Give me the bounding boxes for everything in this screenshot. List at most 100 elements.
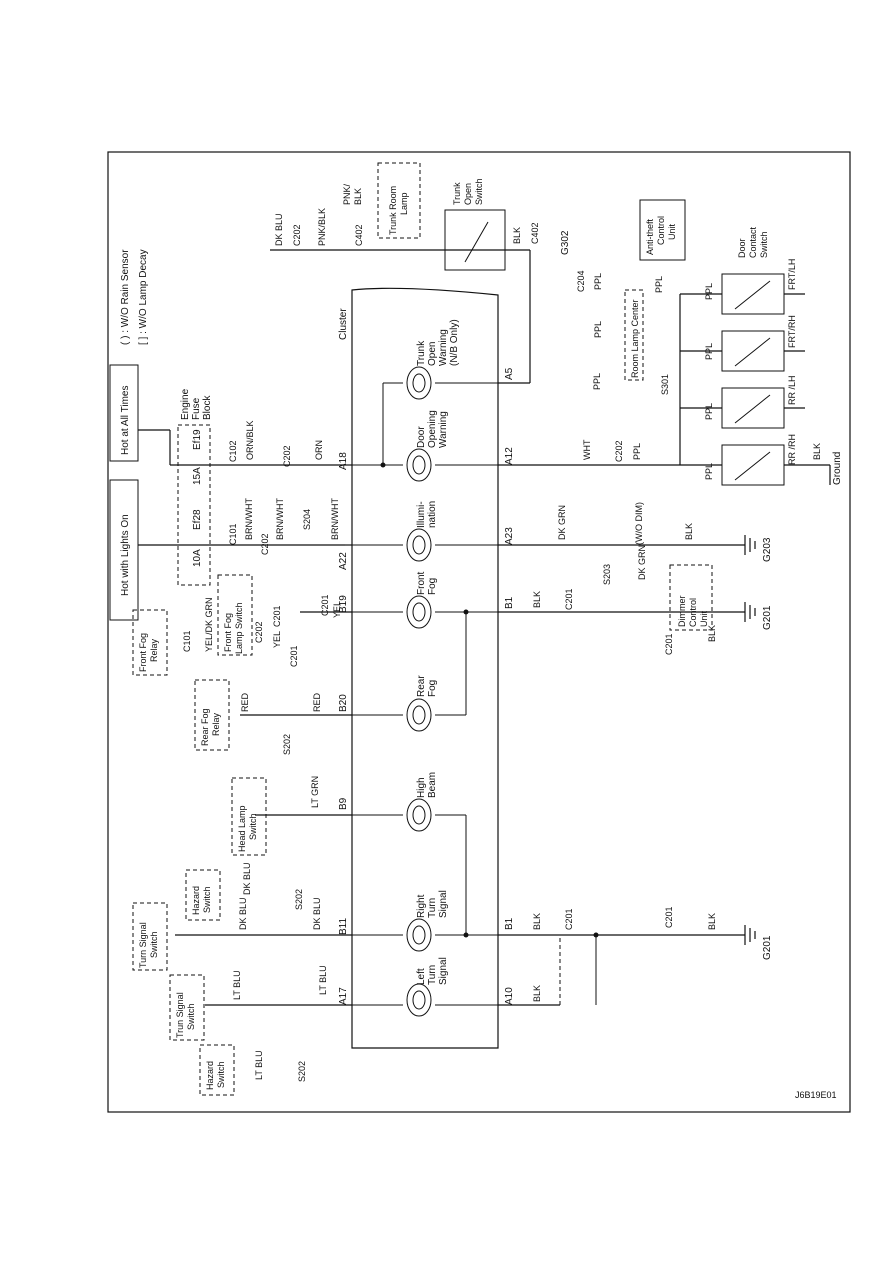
wire-lt-blu-2: LT BLU (318, 965, 328, 995)
pin-b19: B19 (338, 595, 349, 613)
ind-right-1: Right (416, 894, 427, 918)
ind-rear-1: Rear (416, 675, 427, 697)
dimmer-l1: Dimmer (677, 596, 687, 628)
wire-dk-blu-3: DK BLU (242, 862, 252, 895)
fuse-1-id: Ef28 (192, 509, 203, 530)
conn-c201-5: C201 (664, 633, 674, 655)
wire-ppl-9: PPL (704, 463, 714, 480)
anti-theft-box (639, 199, 686, 261)
wire-blk-3: BLK (707, 913, 717, 930)
wire-blk-1: BLK (532, 985, 542, 1002)
anti-theft-l2: Control (656, 216, 666, 245)
wire-yel-1: YEL (272, 631, 282, 648)
ind-rear-2: Fog (427, 680, 438, 697)
rear-fog-relay-l1: Rear Fog (200, 708, 210, 746)
pin-b20: B20 (338, 694, 349, 712)
footer-code: J6B19E01 (795, 1090, 837, 1100)
wire-dk-blu-2: DK BLU (312, 897, 322, 930)
head-lamp-switch-box (231, 777, 267, 856)
pin-b9: B9 (338, 797, 349, 810)
pin-a23: A23 (504, 527, 515, 545)
wire-ppl-2: PPL (592, 373, 602, 390)
wire-rr-rh: RR /RH (787, 434, 797, 465)
fuse-block-title-3: Block (202, 395, 213, 420)
rear-fog-relay-l2: Relay (211, 712, 221, 736)
anti-theft-l3: Unit (667, 223, 677, 240)
ground-g201-top (744, 602, 756, 622)
bulb-trunk (406, 366, 432, 400)
bulb-front-fog (406, 595, 432, 629)
conn-c201-7: C201 (664, 906, 674, 928)
wire-yel-2: YEL (332, 601, 342, 618)
wire-blk-8: BLK (812, 443, 822, 460)
wire-blk-4: BLK (532, 591, 542, 608)
conn-c202-2: C202 (260, 533, 270, 555)
conn-c101-2: C101 (182, 630, 192, 652)
conn-s202-2: S202 (294, 889, 304, 910)
hazard-switch-2-l2: Switch (202, 886, 212, 913)
wire-ppl-6: PPL (704, 283, 714, 300)
hazard-switch-1-box (199, 1044, 235, 1096)
ind-trunk-3: Warning (438, 329, 449, 366)
pin-a5: A5 (504, 367, 515, 380)
ground-g203 (744, 535, 756, 555)
ind-door-1: Door (416, 426, 427, 448)
bulb-left-turn (406, 983, 432, 1017)
wire-dk-grn-2: DK GRN (637, 545, 647, 580)
pin-b11: B11 (338, 918, 349, 935)
hazard-switch-1-l2: Switch (216, 1061, 226, 1088)
ind-trunk-1: Trunk (416, 340, 427, 366)
room-lamp-center-label: Room Lamp Center (630, 299, 640, 378)
bulb-rear-fog (406, 698, 432, 732)
conn-c202-4: C202 (292, 224, 302, 246)
bulb-high-beam (406, 798, 432, 832)
conn-c202-5: C202 (614, 440, 624, 462)
ind-front-2: Fog (427, 578, 438, 595)
turn-switch-1-l2: Switch (186, 1003, 196, 1030)
head-lamp-l1: Head Lamp (237, 805, 247, 852)
conn-s202-1: S202 (297, 1061, 307, 1082)
trunk-switch-l2: Open (463, 183, 473, 205)
ind-left-2: Turn (427, 965, 438, 985)
turn-signal-switch-1-box (169, 974, 205, 1041)
conn-s203: S203 (602, 564, 612, 585)
conn-c102: C102 (228, 440, 238, 462)
conn-s301: S301 (660, 374, 670, 395)
wire-brn-wht-3: BRN/WHT (330, 498, 340, 540)
conn-c201-4: C201 (564, 588, 574, 610)
ind-high-1: High (416, 777, 427, 798)
trunk-room-lamp-box (377, 162, 421, 239)
trunk-open-switch-box (444, 209, 506, 271)
dimmer-unit-box (669, 564, 713, 631)
wire-pnk-2: BLK (353, 188, 363, 205)
ind-door-3: Warning (438, 411, 449, 448)
ind-illum-1: Illumi- (416, 501, 427, 528)
turn-switch-2-l1: Turn Signal (138, 922, 148, 968)
wire-frt-lh: FRT/LH (787, 259, 797, 290)
wire-ppl-3: PPL (593, 273, 603, 290)
conn-c202-1: C202 (254, 621, 264, 643)
wire-dk-grn: DK GRN (557, 505, 567, 540)
ind-front-1: Front (416, 571, 427, 595)
pin-a17: A17 (338, 987, 349, 1005)
wire-frt-rh: FRT/RH (787, 315, 797, 348)
legend-line-2: [ ] : W/O Lamp Decay (138, 249, 149, 345)
pin-a10: A10 (504, 987, 515, 1005)
ground-g201-bottom (744, 925, 756, 945)
wire-lt-blu-3: LT BLU (254, 1050, 264, 1080)
conn-c201-6: C201 (564, 908, 574, 930)
hazard-switch-2-l1: Hazard (191, 886, 201, 915)
hazard-switch-1-l1: Hazard (205, 1061, 215, 1090)
pin-a18: A18 (338, 452, 349, 470)
wire-wht: WHT (582, 439, 592, 460)
note-wo-dim: (W/O DIM) (634, 502, 644, 545)
ground-g201-label-1: G201 (762, 935, 773, 960)
wire-orn: ORN (314, 440, 324, 460)
pin-a22: A22 (338, 552, 349, 570)
conn-c204: C204 (576, 270, 586, 292)
diagram-frame (107, 151, 851, 1113)
ind-illum-2: nation (427, 501, 438, 528)
conn-c201-2: C201 (289, 645, 299, 667)
source-lights-box (109, 479, 139, 621)
